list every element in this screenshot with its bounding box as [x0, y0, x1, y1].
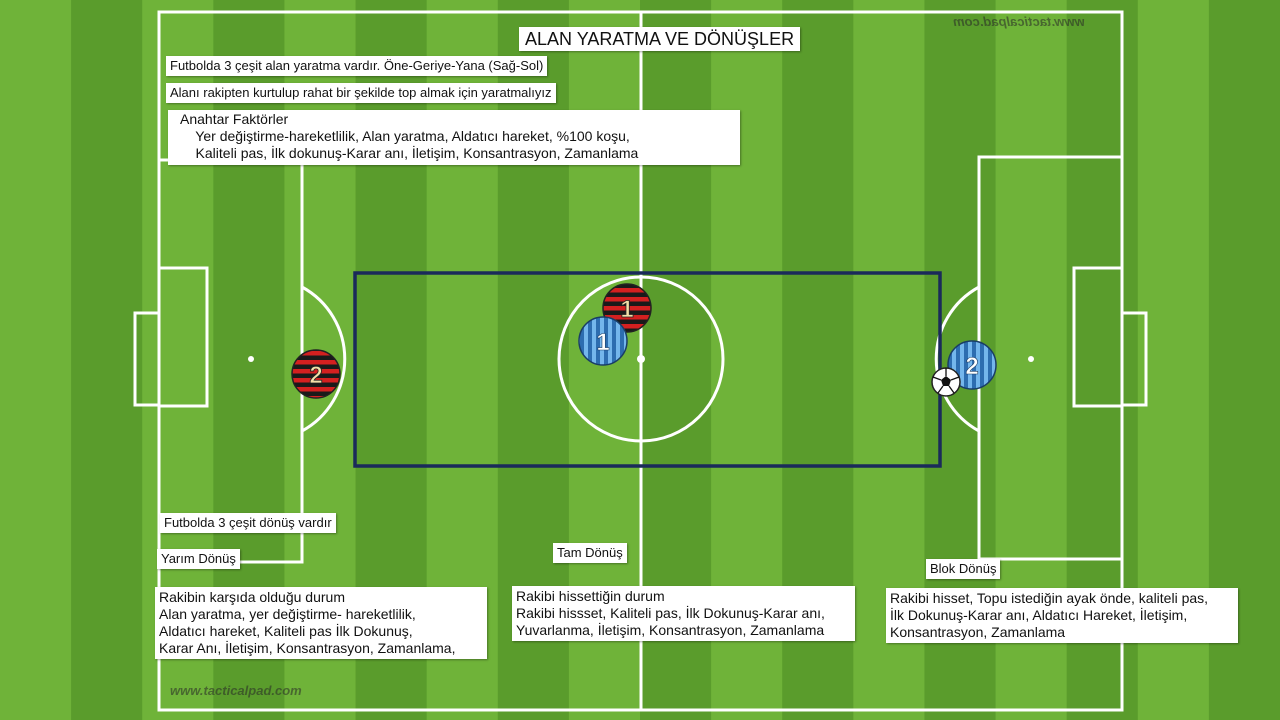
player-blue-1[interactable]: 1	[578, 316, 628, 366]
left-goal	[133, 311, 161, 407]
note-key-factors: Anahtar Faktörler Yer değiştirme-hareket…	[168, 110, 740, 165]
block-turn-title: Blok Dönüş	[926, 559, 1001, 579]
grass-stripe	[0, 0, 72, 720]
player-blue-2[interactable]: 2	[947, 340, 997, 390]
page-title: ALAN YARATMA VE DÖNÜŞLER	[519, 27, 801, 51]
full-turn-title: Tam Dönüş	[553, 543, 627, 563]
ball[interactable]	[931, 367, 961, 397]
right-penalty-arc	[934, 285, 980, 433]
note-turn-types: Futbolda 3 çeşit dönüş vardır	[160, 513, 336, 533]
right-goal	[1120, 311, 1148, 407]
block-turn-description: Rakibi hisset, Topu istediğin ayak önde,…	[886, 588, 1238, 643]
half-turn-description: Rakibin karşıda olduğu durum Alan yaratm…	[155, 587, 487, 659]
center-circle	[557, 275, 725, 443]
right-penalty-spot	[1028, 356, 1034, 362]
grass-stripe	[71, 0, 143, 720]
half-turn-title: Yarım Dönüş	[157, 549, 240, 569]
watermark-bottom: www.tacticalpad.com	[170, 683, 302, 698]
watermark-top-mirrored: www.tacticalpad.com	[953, 14, 1085, 29]
player-red-2[interactable]: 2	[291, 349, 341, 399]
center-spot	[637, 355, 645, 363]
player-blue-1-number: 1	[596, 329, 609, 356]
left-penalty-arc	[301, 285, 347, 433]
player-red-2-number: 2	[309, 362, 322, 389]
player-red-1-number: 1	[620, 296, 633, 323]
note-space-creation-purpose: Alanı rakipten kurtulup rahat bir şekild…	[166, 83, 556, 103]
full-turn-description: Rakibi hissettiğin durum Rakibi hissset,…	[512, 586, 855, 641]
note-space-creation-types: Futbolda 3 çeşit alan yaratma vardır. Ön…	[166, 56, 548, 76]
left-penalty-spot	[248, 356, 254, 362]
player-blue-2-number: 2	[965, 353, 978, 380]
